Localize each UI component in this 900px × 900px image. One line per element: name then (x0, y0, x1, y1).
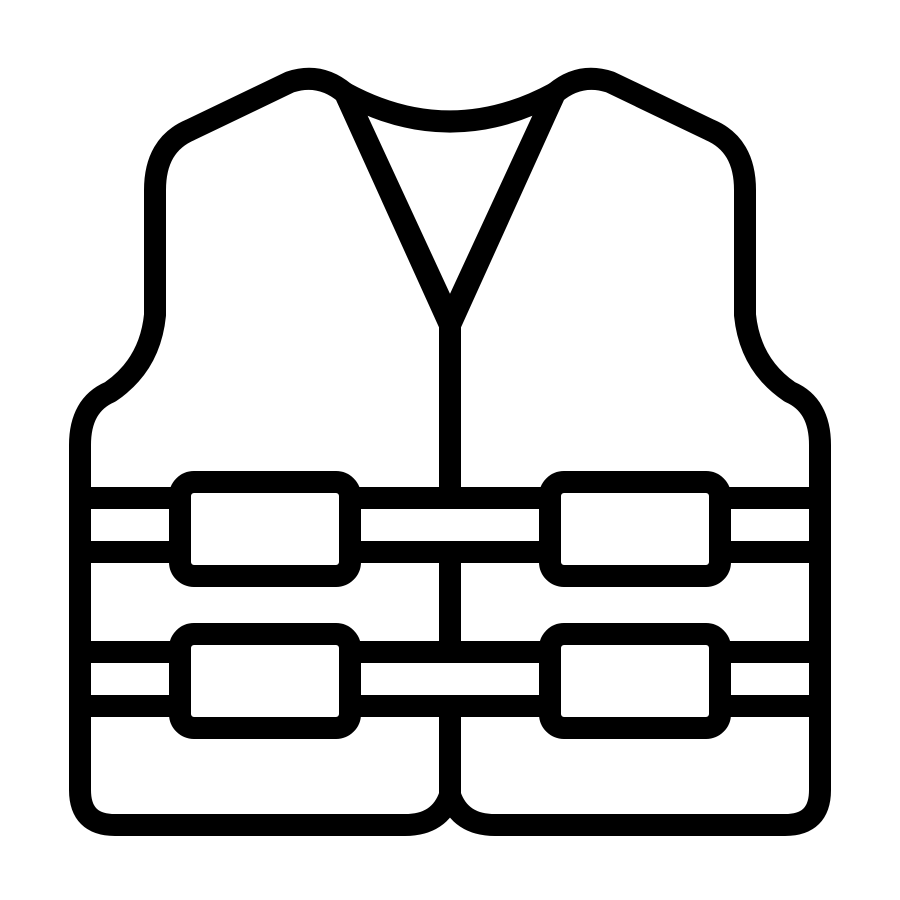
buckle-lower-right (539, 623, 731, 739)
buckle-lower-left (169, 623, 361, 739)
vest-collar (334, 82, 566, 133)
buckle-upper-left (169, 471, 361, 587)
buckle-upper-right (539, 471, 731, 587)
